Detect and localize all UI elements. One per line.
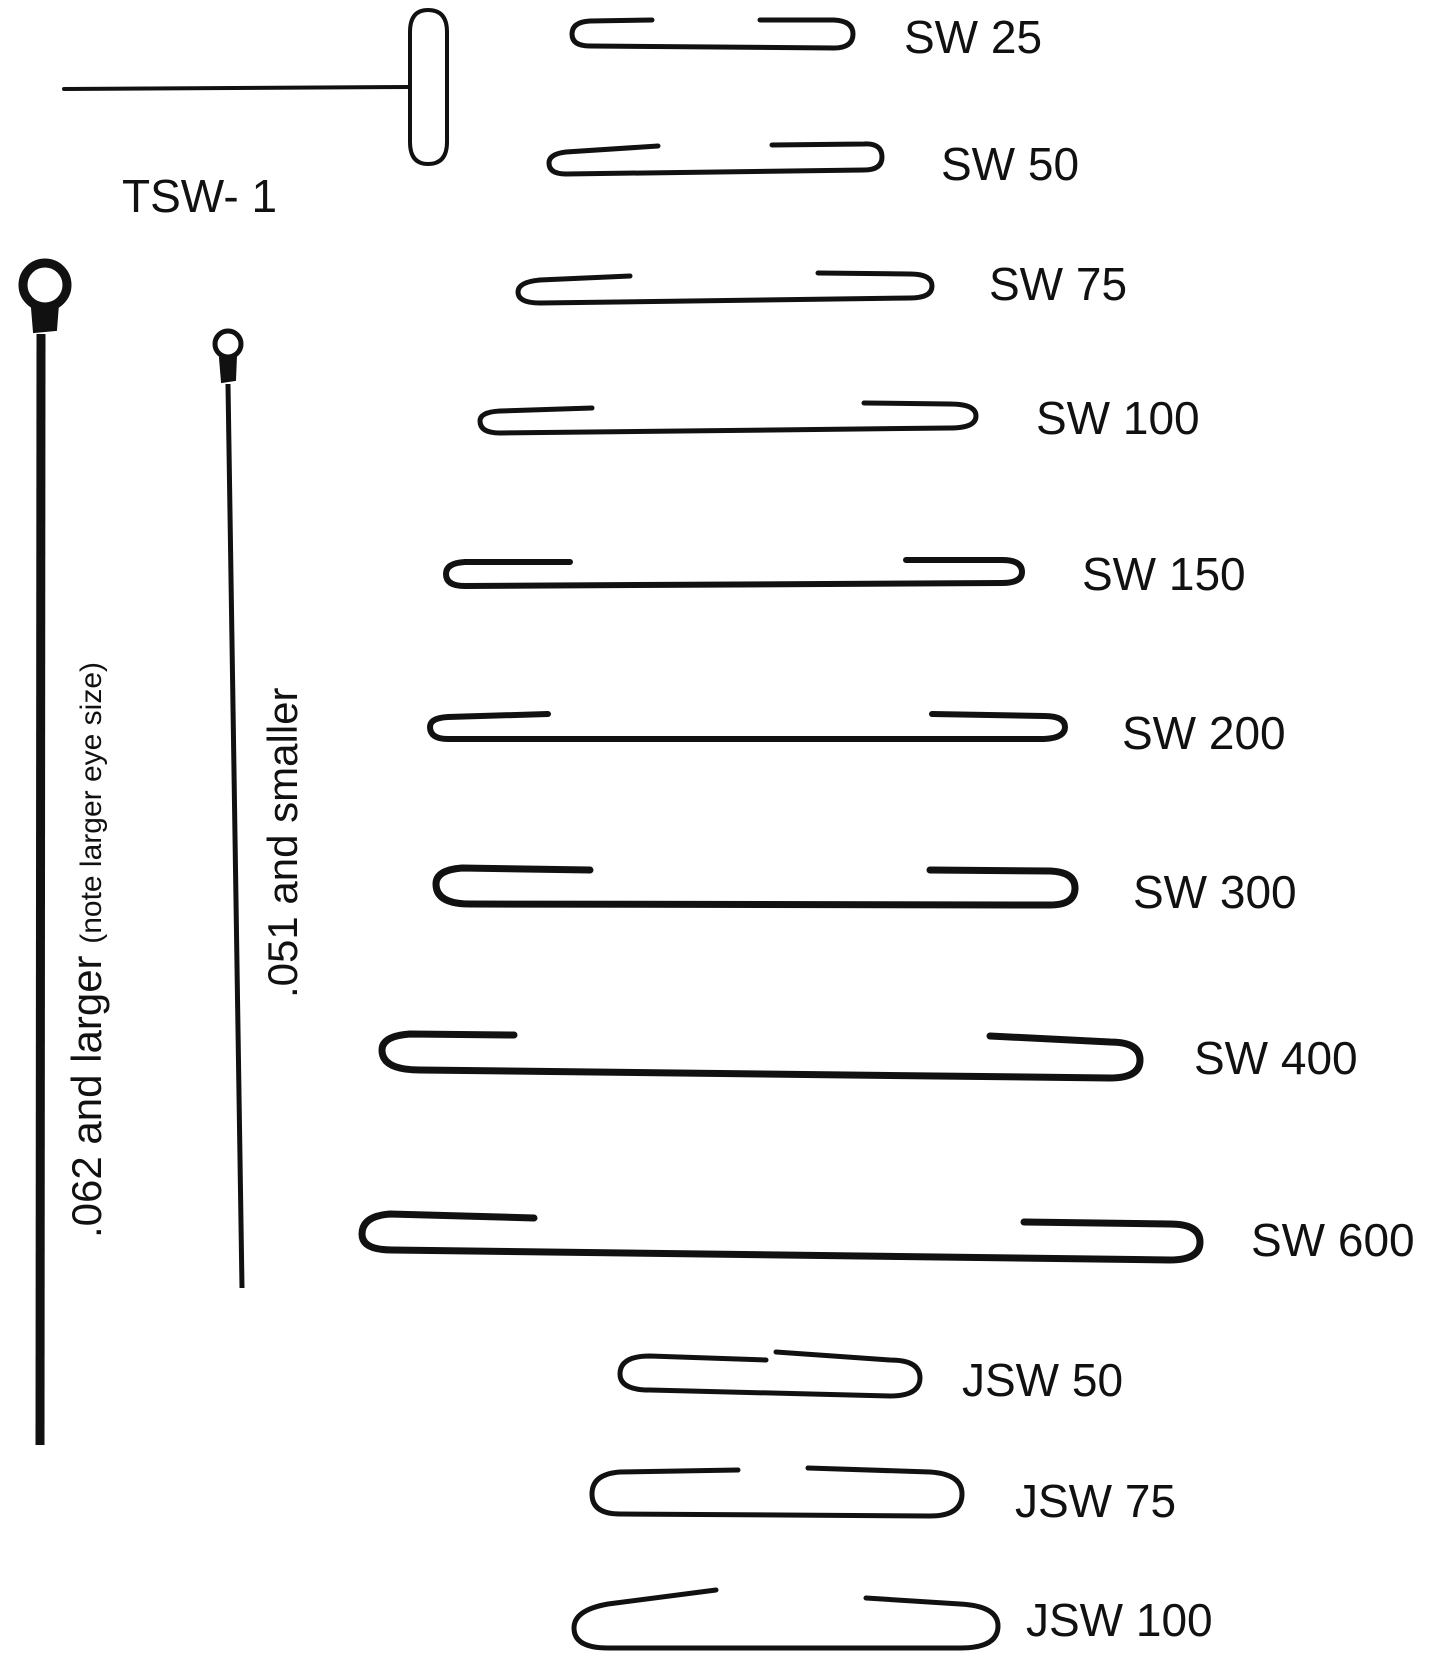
wire-sw-75	[515, 270, 935, 306]
needle-large	[18, 258, 72, 1446]
wire-sw-100	[477, 400, 979, 436]
label-jsw-100: JSW 100	[1026, 1594, 1213, 1646]
label-sw-200: SW 200	[1122, 707, 1286, 759]
wire-sw-400	[378, 1030, 1144, 1082]
label-sw-75: SW 75	[989, 258, 1128, 310]
label-sw-25: SW 25	[904, 11, 1043, 63]
needle-large-label: .062 and larger (note larger eye size)	[63, 661, 110, 1238]
label-sw-100: SW 100	[1036, 392, 1200, 444]
wire-jsw-100	[571, 1587, 1001, 1651]
label-jsw-75: JSW 75	[1015, 1475, 1177, 1527]
needle-large-size: .062 and larger	[63, 955, 110, 1238]
wire-sw-300	[432, 864, 1079, 909]
wire-sw-25	[569, 17, 856, 51]
wire-sw-150	[442, 557, 1026, 590]
tsw-1-label: TSW- 1	[122, 170, 278, 222]
tsw-1-tool	[62, 7, 449, 167]
needle-small	[212, 328, 245, 1289]
wire-sw-200	[426, 711, 1069, 742]
needle-small-label: .051 and smaller	[259, 687, 306, 998]
wire-jsw-50	[617, 1349, 923, 1399]
label-sw-50: SW 50	[941, 138, 1080, 190]
wire-jsw-75	[589, 1465, 965, 1519]
wire-sw-600	[358, 1210, 1204, 1264]
label-sw-150: SW 150	[1082, 548, 1246, 600]
needle-large-note: (note larger eye size)	[75, 661, 108, 944]
label-sw-600: SW 600	[1251, 1214, 1415, 1266]
wire-sw-50	[546, 141, 885, 177]
label-sw-400: SW 400	[1194, 1032, 1358, 1084]
label-sw-300: SW 300	[1133, 866, 1297, 918]
label-jsw-50: JSW 50	[962, 1354, 1124, 1406]
